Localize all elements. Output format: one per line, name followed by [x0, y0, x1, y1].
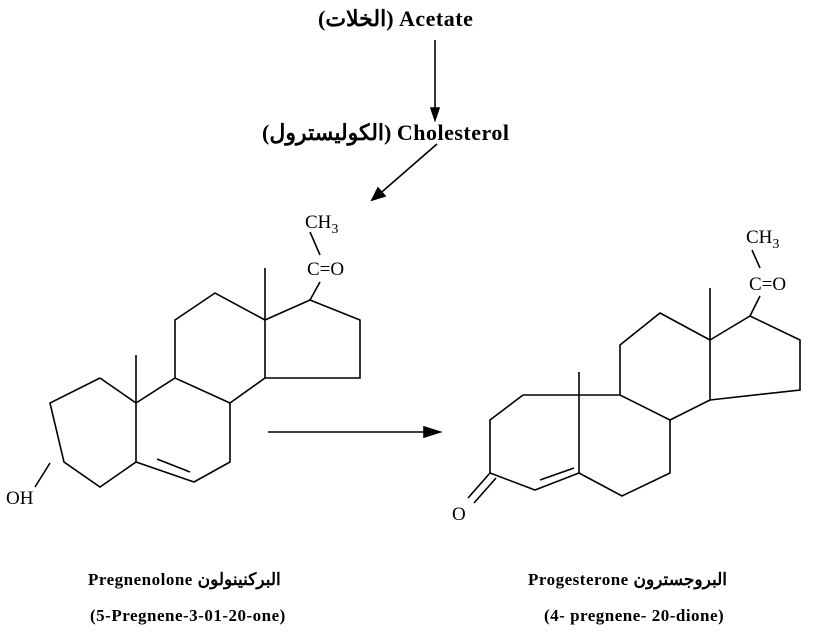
arrow-pregnenolone-to-progesterone: [268, 425, 443, 439]
acetate-label: (الخلات) Acetate: [318, 6, 473, 32]
progesterone-arabic-name: البروجسترون: [633, 570, 727, 589]
progesterone-ring-d: [709, 315, 801, 401]
progesterone-ketone-o: O: [452, 504, 466, 525]
progesterone-iupac: (4- pregnene- 20-dione): [544, 606, 725, 625]
pregnenolone-ring-d: [264, 299, 361, 379]
pregnenolone-ring-c: [174, 292, 266, 404]
acetate-english: Acetate: [399, 6, 474, 31]
pregnenolone-ring-b: [135, 377, 231, 483]
cholesterol-arabic: (الكوليسترول): [262, 120, 392, 145]
arrow-acetate-to-cholesterol: [429, 40, 441, 123]
progesterone-ring-a: [489, 394, 580, 491]
pregnenolone-arabic-name: البركنينولون: [197, 570, 281, 589]
cholesterol-label: (الكوليسترول) Cholesterol: [262, 120, 509, 146]
cholesterol-english: Cholesterol: [396, 120, 510, 145]
arrow-cholesterol-to-pregnenolone: [370, 143, 438, 202]
progesterone-ring-c: [619, 312, 711, 421]
pregnenolone-iupac: (5-Pregnene-3-01-20-one): [90, 606, 286, 625]
pregnenolone-structure: [34, 231, 361, 488]
progesterone-ch3: CH3: [746, 227, 779, 252]
pregnenolone-name: Pregnenolone البركنينولون: [88, 570, 281, 590]
pregnenolone-english-name: Pregnenolone: [88, 570, 193, 589]
pregnenolone-hydroxyl: OH: [6, 488, 34, 509]
progesterone-structure: [467, 249, 801, 504]
progesterone-ring-b: [578, 394, 671, 497]
acetate-arabic: (الخلات): [318, 6, 394, 31]
progesterone-carbonyl: C=O: [749, 274, 786, 295]
pregnenolone-carbonyl: C=O: [307, 259, 344, 280]
pregnenolone-ring-a: [49, 377, 137, 488]
progesterone-name: Progesterone البروجسترون: [528, 570, 727, 590]
progesterone-english-name: Progesterone: [528, 570, 629, 589]
